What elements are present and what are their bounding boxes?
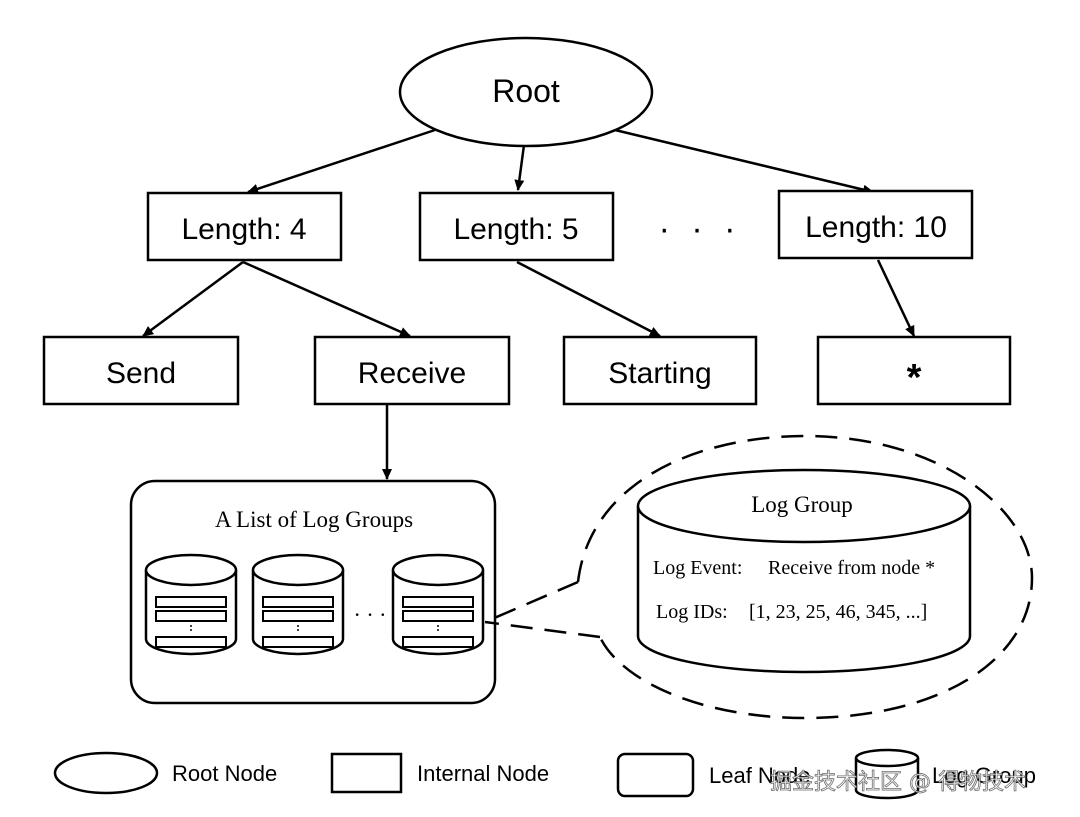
leaf-node-starting: Starting [562,335,758,406]
edge-root-length5 [514,144,526,191]
log-group-list-ellipsis: · · · [354,602,387,627]
log-group-detail-title: Log Group [751,492,853,517]
internal-node-length-4: Length: 4 [146,191,343,262]
log-ids-value: [1, 23, 25, 46, 345, ...] [749,601,927,623]
length-10-label: Length: 10 [805,211,947,244]
leaf-node-send: Send [42,335,240,406]
legend-log-group: Log Group [854,748,1036,800]
wildcard-label: * [907,357,922,399]
log-group-list-title: A List of Log Groups [215,507,413,532]
legend-internal-node: Internal Node [330,752,549,794]
legend-log-group-label: Log Group [932,763,1036,788]
receive-label: Receive [358,357,466,390]
tree-edges [142,128,916,480]
edge-length4-send [142,260,244,338]
internal-node-length-10: Length: 10 [777,189,974,260]
log-event-value: Receive from node * [768,557,935,579]
edge-length10-star [876,259,916,337]
log-group-detail: Log Group Log Event: Receive from node *… [636,468,972,674]
edge-length5-starting [516,260,661,338]
zoom-callout [484,434,1034,720]
length-4-label: Length: 4 [181,213,306,246]
watermark: 掘金技术社区 @ 得物技术 [770,770,1026,795]
log-group-cylinder-3 [391,553,485,656]
length-ellipsis: · · · [659,210,742,248]
edge-length4-receive [242,260,411,338]
internal-node-length-5: Length: 5 [418,191,615,262]
send-label: Send [106,357,176,390]
leaf-node-wildcard: * [816,335,1012,406]
edge-root-length10 [614,128,874,195]
edge-root-length4 [247,128,436,194]
log-event-label: Log Event: [653,557,742,579]
log-group-cylinder-2 [251,553,345,656]
length-5-label: Length: 5 [453,213,578,246]
log-group-cylinder-1 [144,553,238,656]
legend-leaf-node-label: Leaf Node [709,763,811,788]
starting-label: Starting [608,357,711,390]
legend: Root Node Internal Node Leaf Node Log Gr… [53,748,1036,800]
leaf-node-receive: Receive [313,335,511,406]
legend-root-node-label: Root Node [172,761,277,786]
legend-leaf-node: Leaf Node [616,752,811,798]
root-label: Root [492,73,560,109]
log-ids-label: Log IDs: [656,601,728,623]
legend-root-node: Root Node [53,751,277,795]
legend-internal-node-label: Internal Node [417,761,549,786]
root-node: Root [398,36,654,148]
log-group-list-box: A List of Log Groups · · · [129,479,497,705]
